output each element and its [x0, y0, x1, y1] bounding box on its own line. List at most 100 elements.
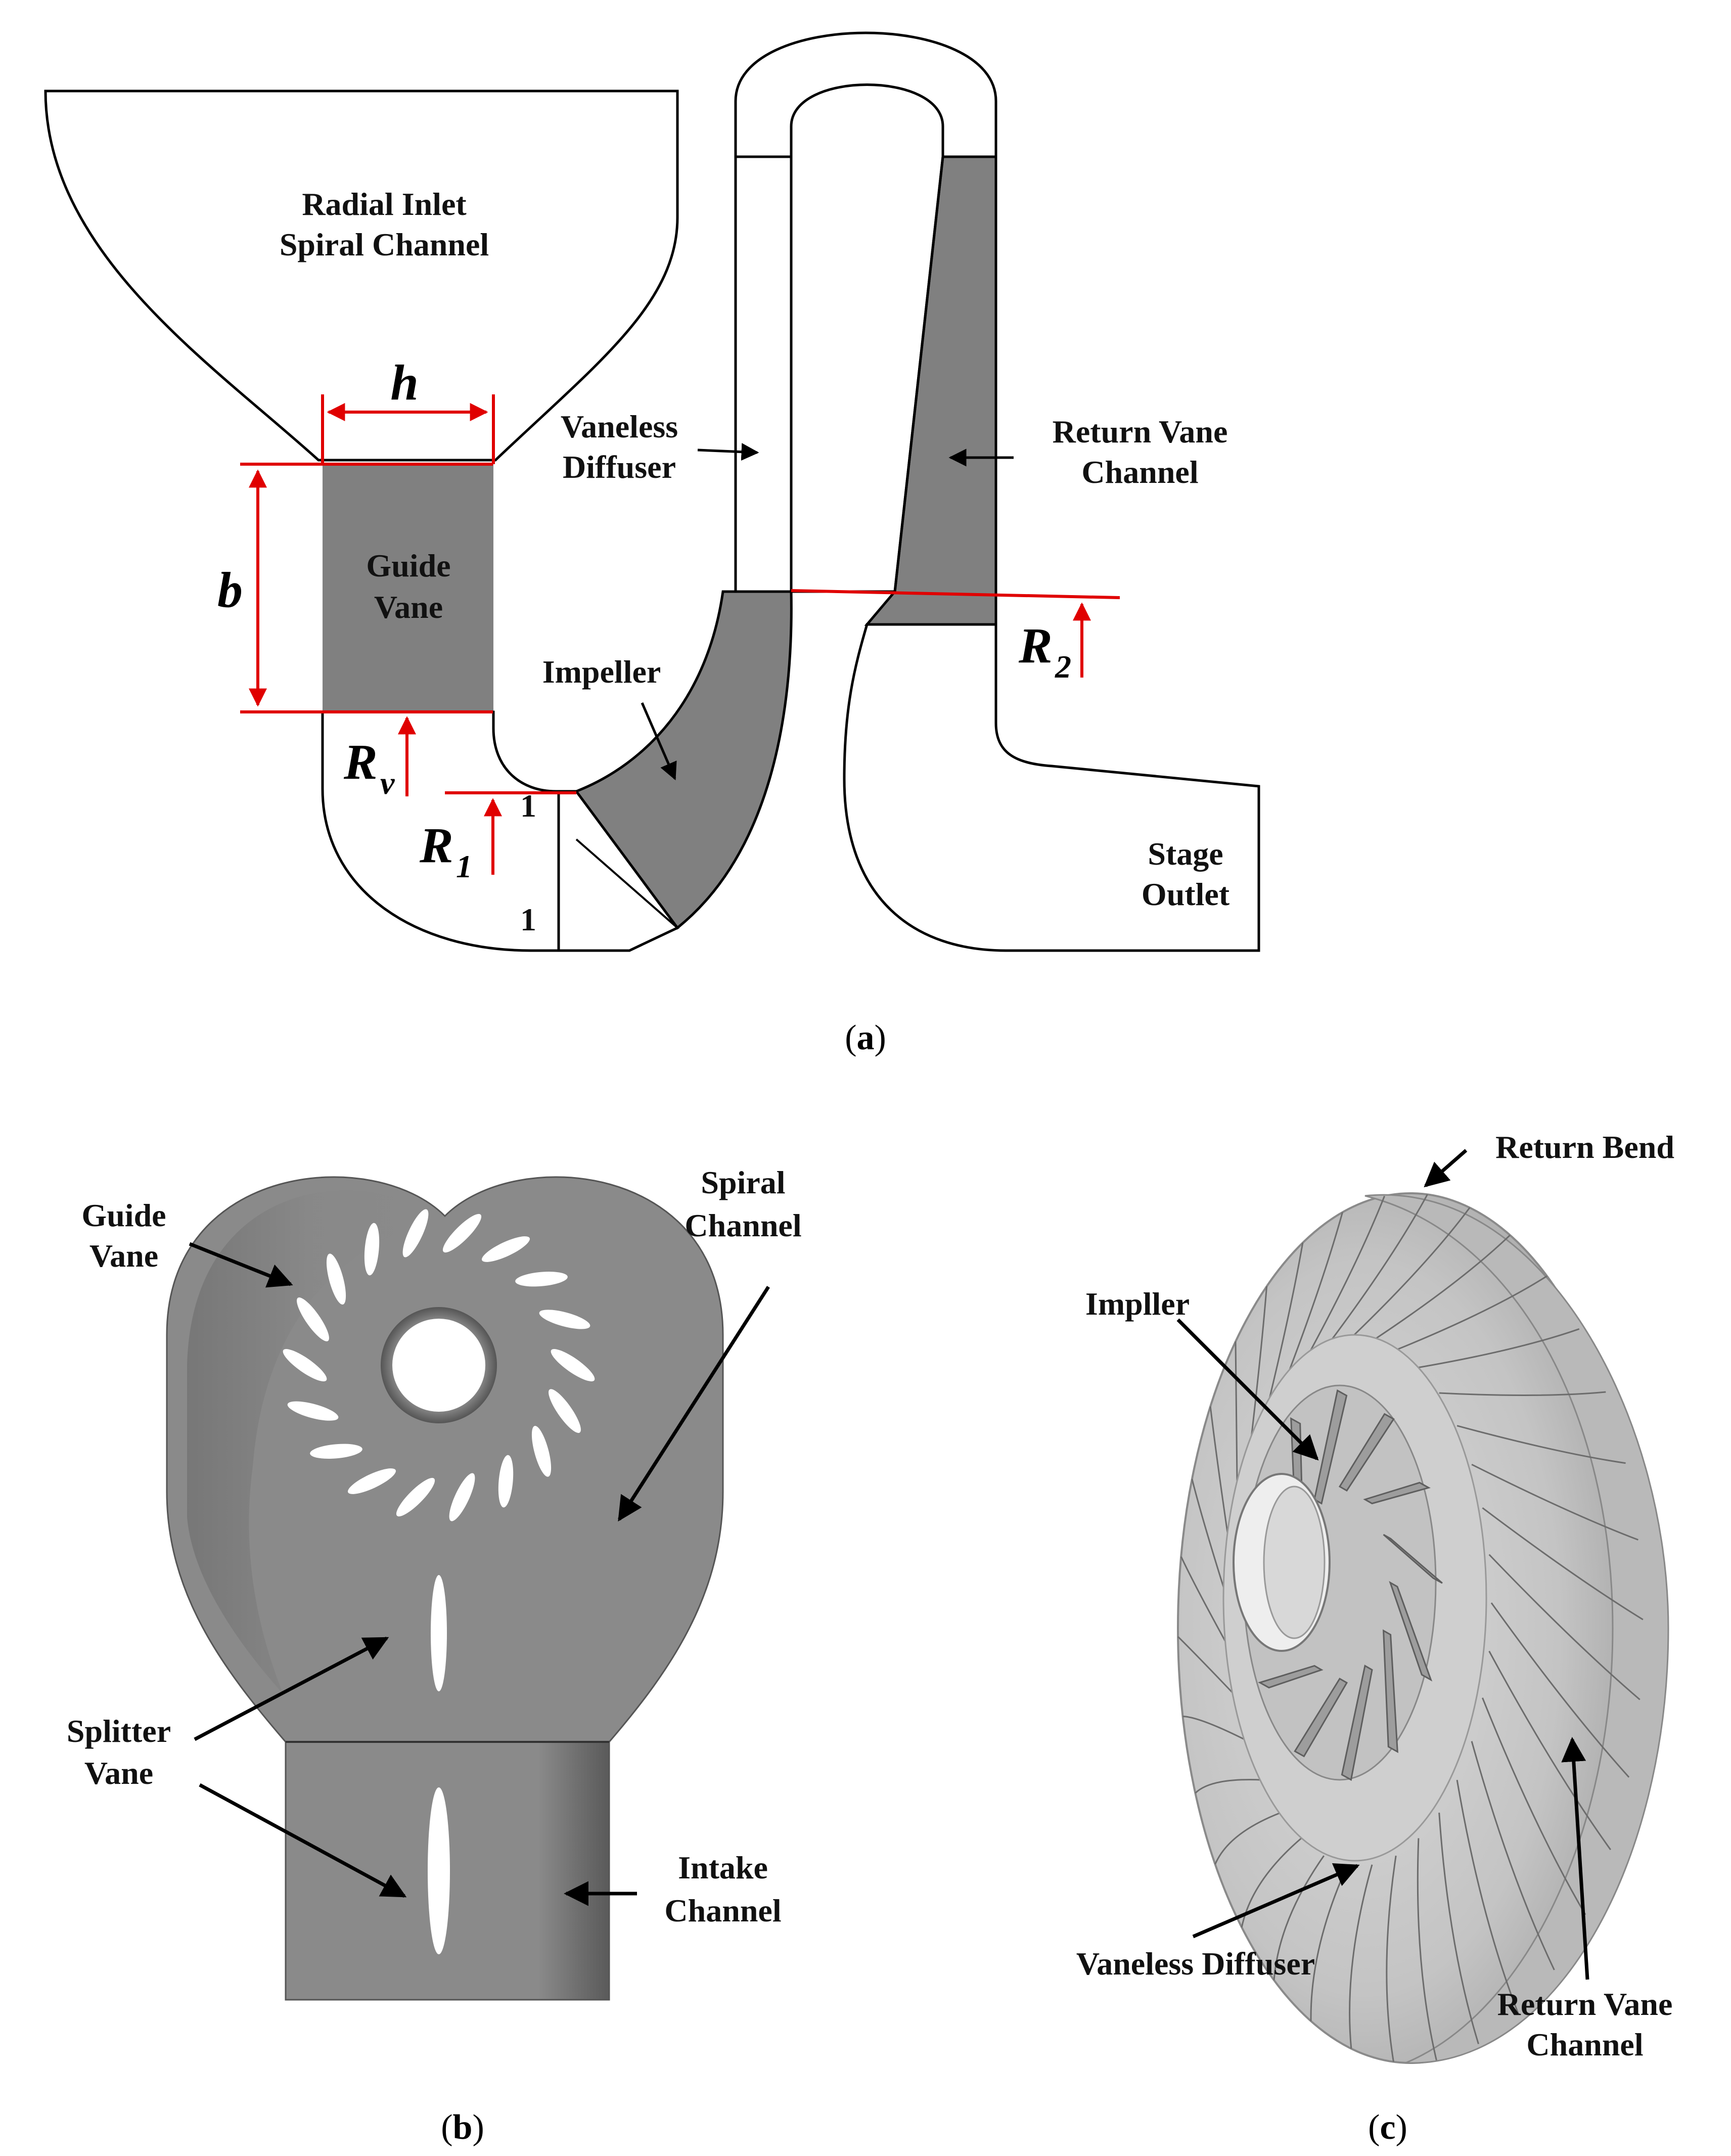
symbol-h: h [390, 354, 419, 411]
caption-b-letter: b [453, 2108, 473, 2147]
guide-vane-label-1: Guide [366, 548, 450, 583]
c-return-vane-label-2: Channel [1526, 2027, 1643, 2062]
return-vane-line [1418, 1328, 1580, 1368]
c-impeller-label: Impller [1085, 1286, 1190, 1322]
impeller-label: Impeller [542, 654, 661, 690]
return-vane-line [1456, 1780, 1519, 2014]
stage-outlet-region [843, 623, 1260, 952]
vaneless-label-2: Diffuser [563, 449, 676, 485]
return-vane-label-1: Return Vane [1053, 414, 1228, 450]
impeller-blade [1313, 1389, 1348, 1505]
return-vane-line [1456, 1425, 1626, 1464]
return-vane-line [1280, 1212, 1343, 1394]
return-vane-line [1439, 1391, 1606, 1396]
impeller-blade [1294, 1677, 1348, 1758]
panel-a-text: Radial Inlet Spiral Channel Vaneless Dif… [217, 186, 1230, 1057]
guide-vanes [283, 1209, 595, 1521]
inlet-lower-region [321, 710, 679, 952]
b-spiral-label-1: Spiral [701, 1164, 785, 1200]
impeller-blade [1338, 1413, 1395, 1492]
caption-a: (a) [845, 1018, 886, 1057]
guide-vane-slot [498, 1455, 514, 1508]
return-vane-line [1488, 1650, 1612, 1851]
guide-vane-slot [283, 1349, 327, 1381]
panel-a-leaders [641, 443, 1014, 781]
b-guide-vane-label-2: Vane [89, 1238, 158, 1274]
symbol-r2-sub: 2 [1055, 649, 1071, 685]
guide-vane-slot [482, 1236, 530, 1262]
return-vane-line [1490, 1602, 1630, 1778]
c-return-bend-label: Return Bend [1495, 1129, 1674, 1165]
return-vane-line [1372, 1234, 1511, 1342]
return-vane-channel [864, 155, 997, 626]
guide-vane-slot [515, 1272, 568, 1287]
guide-vane-slot [396, 1477, 435, 1517]
impeller-blade [1383, 1534, 1443, 1584]
impeller-blade [1389, 1581, 1433, 1682]
return-vane-line [1273, 1855, 1325, 1981]
guide-vane-slot [297, 1297, 329, 1341]
return-vane-line [1300, 1195, 1385, 1368]
return-bend [734, 31, 997, 158]
panel-b-spiral-inlet [166, 1176, 724, 2001]
guide-vane-label-2: Vane [374, 589, 443, 625]
return-bend-rim [1364, 1194, 1669, 2064]
panel-c-text: Return Bend Impller Vaneless Diffuser Re… [1076, 1129, 1674, 2147]
b-intake-label-1: Intake [678, 1850, 768, 1885]
return-vane-line [1417, 1838, 1437, 2060]
panel-c-3d-stage [1177, 1192, 1669, 2064]
panel-a-dimensions [240, 394, 1120, 875]
panel-c-leaders [1176, 1149, 1589, 1980]
symbol-rv: R [343, 734, 378, 790]
guide-vane-slot [310, 1444, 362, 1459]
return-vane-line [1323, 1194, 1428, 1351]
return-vane-line [1349, 1864, 1373, 2049]
guide-vane-slot [442, 1214, 482, 1253]
stage-outlet-label-2: Outlet [1142, 876, 1230, 912]
b-splitter-label-2: Vane [84, 1755, 153, 1791]
b-spiral-label-2: Channel [685, 1207, 801, 1243]
spiral-shading [187, 1190, 440, 1694]
return-vane-lines [1177, 1194, 1644, 2062]
guide-vane-slot [326, 1253, 346, 1305]
return-vane-line [1386, 1855, 1397, 2062]
return-vane-line [1191, 1478, 1229, 1603]
b-guide-vane-label-1: Guide [81, 1197, 166, 1233]
panel-b-leaders [189, 1242, 770, 1906]
impeller-blade [1258, 1665, 1324, 1689]
panel-b-text: Guide Vane Spiral Channel Splitter Vane … [67, 1164, 802, 2147]
guide-vane-slot [551, 1349, 595, 1381]
station-1-lower: 1 [520, 902, 536, 937]
b-splitter-label-1: Splitter [67, 1713, 171, 1749]
station-1-upper: 1 [520, 788, 536, 824]
impeller-blade [1382, 1629, 1398, 1754]
guide-vane-slot [348, 1468, 396, 1494]
return-vane-line [1471, 1741, 1555, 1970]
return-vane-line [1347, 1207, 1471, 1342]
symbol-r1: R [419, 817, 453, 873]
guide-vane-slot [449, 1473, 475, 1521]
return-vane-line [1471, 1463, 1638, 1541]
radial-inlet-label-1: Radial Inlet [302, 186, 467, 222]
caption-a-letter: a [857, 1018, 875, 1057]
return-vane-line [1182, 1716, 1249, 1742]
return-vane-label-2: Channel [1081, 454, 1198, 490]
impeller-passage [574, 590, 793, 930]
b-intake-label-2: Channel [664, 1893, 781, 1928]
return-vane-line [1195, 1779, 1263, 1794]
caption-c: (c) [1368, 2108, 1407, 2147]
caption-b: (b) [441, 2108, 484, 2147]
symbol-r1-sub: 1 [456, 848, 472, 884]
vaneless-label-1: Vaneless [561, 409, 678, 444]
guide-vane-slot [364, 1223, 380, 1276]
symbol-b: b [217, 562, 243, 618]
return-vane-line [1438, 1812, 1479, 2044]
impeller-blade [1363, 1481, 1431, 1505]
guide-vane-slot [287, 1401, 339, 1421]
guide-vane-slot [539, 1310, 590, 1329]
guide-vane-slot [549, 1389, 581, 1433]
guide-vane-slot [531, 1425, 552, 1477]
c-return-vane-label-1: Return Vane [1497, 1986, 1673, 2022]
return-vane-line [1180, 1556, 1232, 1652]
symbol-rv-sub: v [380, 765, 395, 801]
